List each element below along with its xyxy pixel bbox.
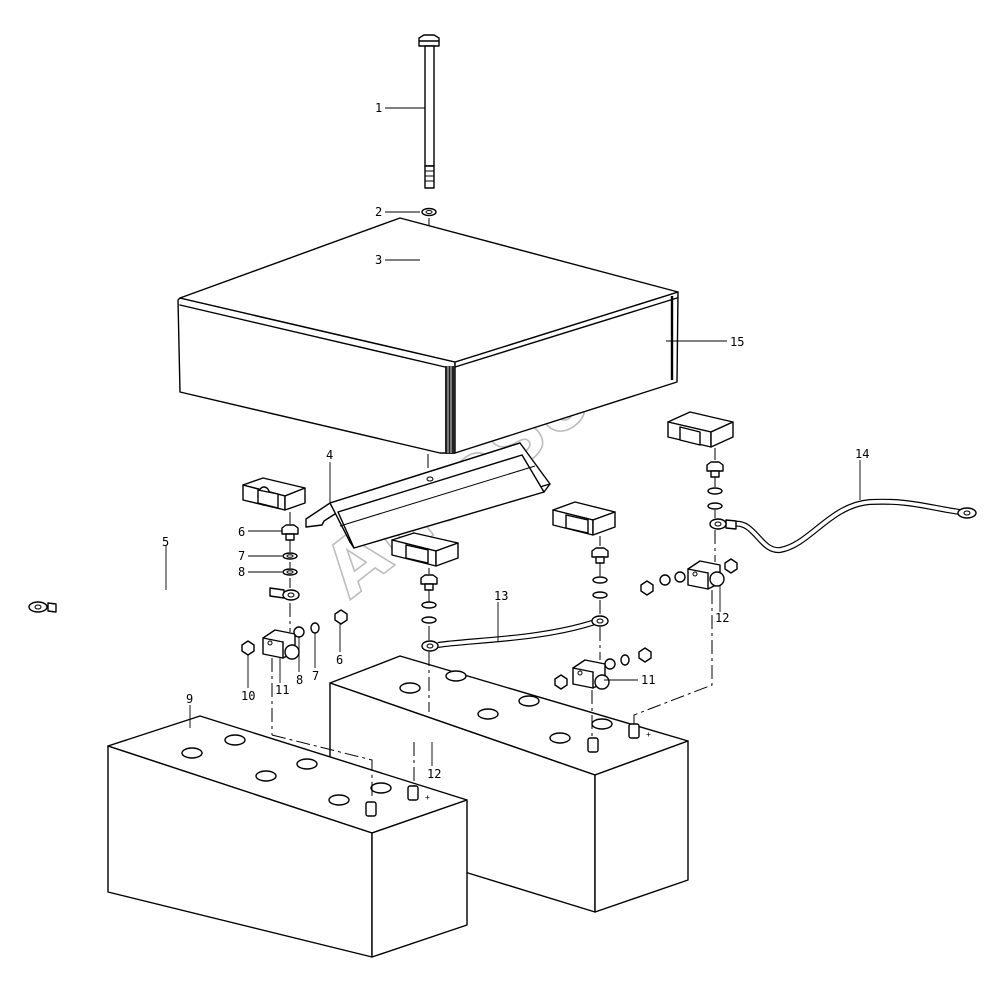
assembly-lines bbox=[271, 448, 716, 800]
battery-cover bbox=[177, 217, 679, 454]
callout-4: 4 bbox=[326, 448, 333, 462]
callout-14: 14 bbox=[855, 447, 869, 461]
battery-right-caps bbox=[399, 670, 613, 744]
battery-right-terminal-pos bbox=[628, 723, 640, 739]
battery-left-terminal-neg bbox=[365, 801, 377, 817]
terminal-cap-far-right bbox=[667, 411, 734, 448]
callout-11-right: 11 bbox=[641, 673, 655, 687]
hardware-stack-center bbox=[420, 574, 438, 624]
callout-13: 13 bbox=[494, 589, 508, 603]
callout-15: 15 bbox=[730, 335, 744, 349]
clamp-far-right bbox=[687, 560, 725, 590]
callout-12-right: 12 bbox=[715, 611, 729, 625]
hold-down-bracket bbox=[305, 442, 551, 549]
hardware-stack-right bbox=[591, 547, 609, 599]
clamp-left bbox=[262, 629, 300, 660]
callout-labels: 1 2 3 4 5 6 6 7 7 8 8 9 10 11 11 12 12 1… bbox=[162, 101, 869, 781]
terminal-mark-right: + bbox=[646, 730, 651, 739]
callout-8-b: 8 bbox=[296, 673, 303, 687]
callout-5: 5 bbox=[162, 535, 169, 549]
callout-2: 2 bbox=[375, 205, 382, 219]
callout-8-a: 8 bbox=[238, 565, 245, 579]
clamp-right bbox=[572, 659, 610, 690]
terminal-cap-center bbox=[391, 532, 459, 567]
hardware-stack-far-right bbox=[706, 461, 724, 510]
callout-7-a: 7 bbox=[238, 549, 245, 563]
cable-right bbox=[709, 498, 977, 553]
cable-left bbox=[28, 573, 300, 636]
battery-right-terminal-neg bbox=[587, 737, 599, 753]
callout-leaders bbox=[165, 107, 861, 766]
callout-6-nut: 6 bbox=[336, 653, 343, 667]
callout-12-center: 12 bbox=[427, 767, 441, 781]
battery-left-caps bbox=[181, 734, 392, 806]
callout-6-bolt: 6 bbox=[238, 525, 245, 539]
callout-7-b: 7 bbox=[312, 669, 319, 683]
long-bolt bbox=[418, 34, 440, 189]
battery-left-terminal-pos bbox=[407, 785, 419, 801]
callout-3: 3 bbox=[375, 253, 382, 267]
callout-10: 10 bbox=[241, 689, 255, 703]
terminal-cap-right bbox=[552, 501, 616, 536]
battery-right: + bbox=[329, 655, 689, 913]
callout-1: 1 bbox=[375, 101, 382, 115]
washer-top bbox=[421, 207, 437, 217]
callout-9: 9 bbox=[186, 692, 193, 706]
terminal-mark-left: + bbox=[425, 793, 430, 802]
terminal-cap-left bbox=[242, 477, 306, 511]
battery-left: + bbox=[107, 715, 468, 958]
callout-11-left: 11 bbox=[275, 683, 289, 697]
jumper-cable bbox=[421, 615, 609, 652]
